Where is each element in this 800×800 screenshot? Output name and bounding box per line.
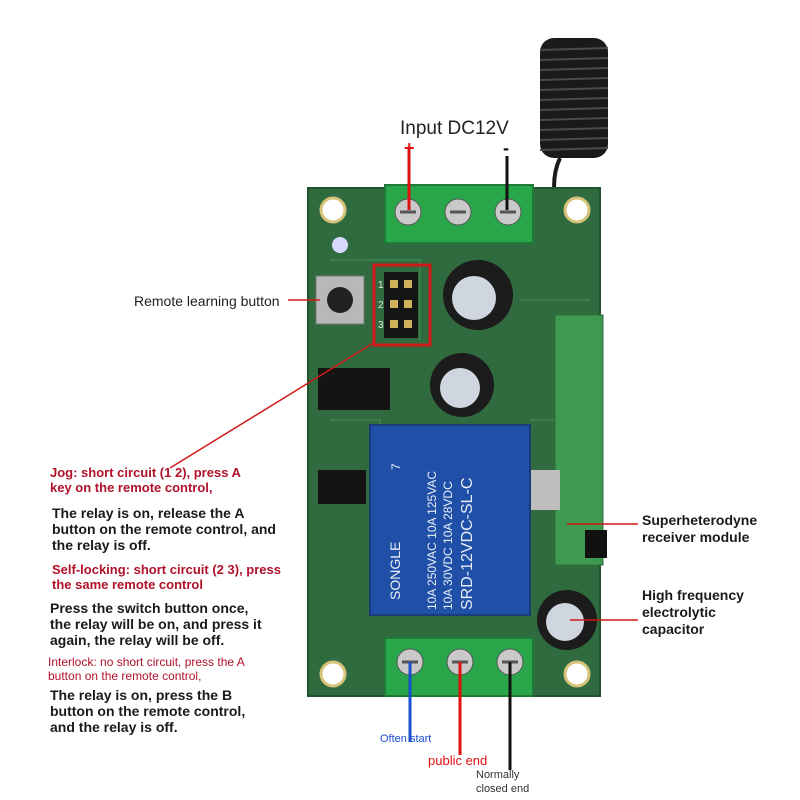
public-end-label: public end (428, 753, 488, 768)
relay-brand: SONGLE (387, 542, 403, 600)
ic-chip-1 (318, 368, 390, 410)
receiver-line-2: receiver module (642, 529, 750, 545)
often-start-label: Often start (380, 733, 432, 745)
jog-description: The relay is on, release the A button on… (52, 505, 276, 553)
capacitor-top (443, 260, 513, 330)
relay-text-3: SRD-12VDC-SL-C (459, 478, 476, 610)
self-desc-line-3: again, the relay will be off. (50, 632, 225, 648)
mounting-holes (319, 196, 591, 688)
self-locking-description: Press the switch button once, the relay … (50, 600, 262, 648)
interlock-label: Interlock: no short circuit, press the A… (48, 655, 245, 683)
receiver-line-1: Superheterodyne (642, 512, 758, 528)
jumper-leader (169, 341, 376, 469)
relay-mark: 7 (389, 463, 403, 470)
capacitor-label: High frequency electrolytic capacitor (642, 587, 744, 638)
pin-label-1: 1 (378, 280, 384, 291)
jumper-header (384, 272, 418, 338)
relay-text-1: 10A 250VAC 10A 125VAC (425, 471, 439, 610)
ic-chip-2 (318, 470, 366, 504)
interlock-description: The relay is on, press the B button on t… (50, 687, 245, 735)
inter-line-2: button on the remote control, (48, 669, 202, 683)
relay (369, 424, 531, 616)
inter-desc-line-1: The relay is on, press the B (50, 687, 233, 703)
self-locking-label: Self-locking: short circuit (2 3), press… (52, 562, 281, 592)
self-line-2: the same remote control (52, 577, 203, 592)
pin-label-2: 2 (378, 300, 384, 311)
capacitor-high-frequency (537, 590, 597, 650)
self-desc-line-2: the relay will be on, and press it (50, 616, 262, 632)
cap-line-3: capacitor (642, 621, 705, 637)
receiver-module-label: Superheterodyne receiver module (642, 512, 757, 546)
input-voltage-title: Input DC12V (400, 118, 509, 139)
cap-line-2: electrolytic (642, 604, 716, 620)
jog-desc-line-3: the relay is off. (52, 537, 151, 553)
normally-line-1: Normally (476, 769, 520, 781)
capacitor-middle (430, 353, 494, 417)
jog-label: Jog: short circuit (1 2), press A key on… (50, 465, 241, 495)
learning-button-label: Remote learning button (134, 293, 280, 309)
jog-line-1: Jog: short circuit (1 2), press A (50, 465, 241, 480)
normally-closed-label: Normally closed end (476, 768, 529, 796)
plus-sign: + (404, 138, 415, 158)
cap-line-1: High frequency (642, 587, 744, 603)
self-desc-line-1: Press the switch button once, (50, 600, 249, 616)
minus-sign: - (503, 138, 509, 158)
normally-line-2: closed end (476, 783, 530, 795)
jumper-callout-box (372, 263, 432, 347)
jog-desc-line-1: The relay is on, release the A (52, 505, 245, 521)
learning-button (315, 237, 365, 325)
pin-label-3: 3 (378, 320, 384, 331)
power-terminal-block (384, 184, 534, 244)
inter-desc-line-3: and the relay is off. (50, 719, 178, 735)
self-line-1: Self-locking: short circuit (2 3), press (52, 562, 281, 577)
inter-desc-line-2: button on the remote control, (50, 703, 246, 719)
inter-line-1: Interlock: no short circuit, press the A (48, 655, 245, 669)
jog-desc-line-2: button on the remote control, and (52, 521, 276, 537)
jog-line-2: key on the remote control, (50, 480, 213, 495)
relay-text-2: 10A 30VDC 10A 28VDC (441, 481, 455, 610)
